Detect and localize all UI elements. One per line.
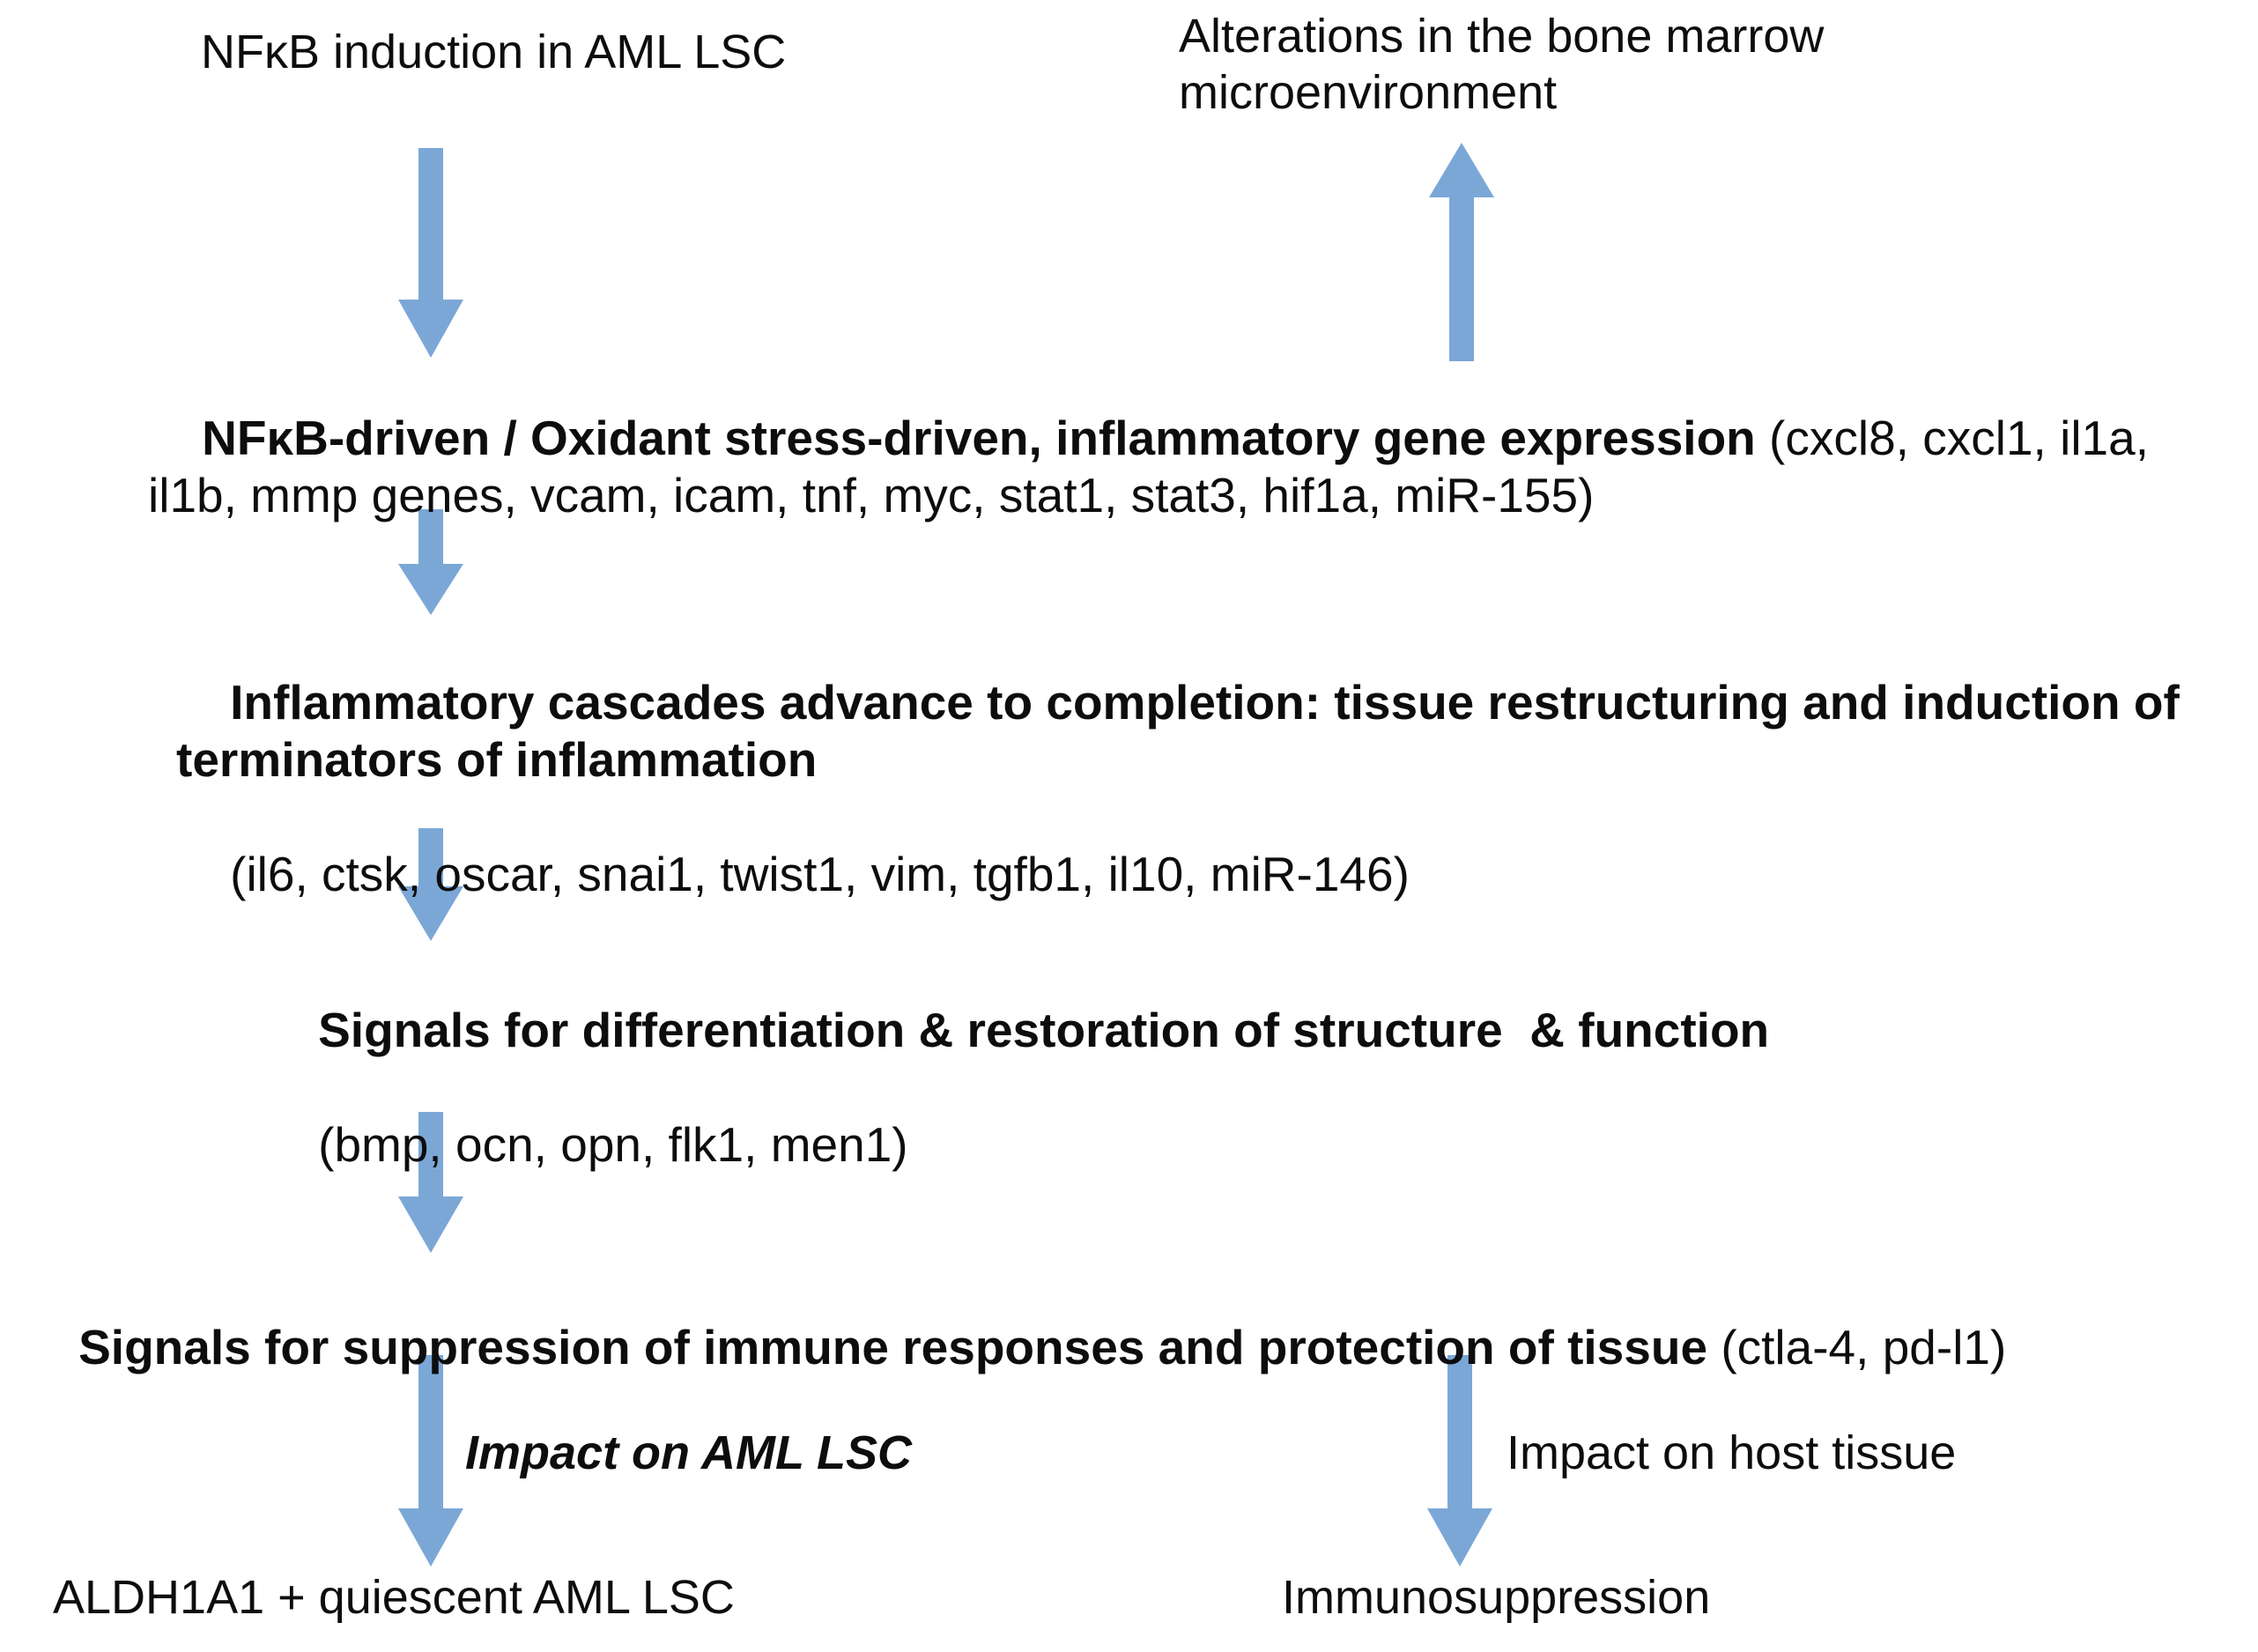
label-impact-on-host-tissue: Impact on host tissue [1507,1426,1957,1479]
title-nfkb-induction: NFκB induction in AML LSC [201,26,787,78]
block-gene-expression-heading: NFκB-driven / Oxidant stress-driven, inf… [202,410,1756,465]
outcome-immunosuppression: Immunosuppression [1282,1571,1711,1624]
outcome-aldh1a1-quiescent-aml-lsc: ALDH1A1 + quiescent AML LSC [53,1571,735,1624]
arrow-cascades-to-differentiation [398,828,463,941]
label-impact-on-aml-lsc: Impact on AML LSC [465,1426,913,1479]
block-inflammatory-cascades-genes: (il6, ctsk, oscar, snai1, twist1, vim, t… [230,846,1410,901]
block-differentiation-signals-genes: (bmp, ocn, opn, flk1, men1) [318,1116,908,1172]
title-bone-marrow-alterations: Alterations in the bone marrow microenvi… [1179,10,1838,119]
block-inflammatory-cascades: Inflammatory cascades advance to complet… [176,617,2229,959]
block-immune-suppression: Signals for suppression of immune respon… [25,1262,2245,1433]
block-immune-suppression-heading: Signals for suppression of immune respon… [78,1319,1708,1374]
arrow-induction-to-gene-expression [398,148,463,358]
block-immune-suppression-genes: (ctla-4, pd-l1) [1707,1319,2007,1374]
arrow-suppression-to-aml-lsc [398,1355,463,1567]
arrow-up-to-bone-marrow [1429,143,1494,361]
arrow-suppression-to-immunosuppression [1427,1355,1492,1567]
block-inflammatory-cascades-heading: Inflammatory cascades advance to complet… [176,674,2194,787]
block-differentiation-signals: Signals for differentiation & restoratio… [264,945,2247,1230]
block-gene-expression: NFκB-driven / Oxidant stress-driven, inf… [148,352,2201,582]
block-gene-expression-genes: (cxcl8, cxcl1, il1a, il1b, mmp genes, vc… [148,410,2163,522]
block-differentiation-signals-heading: Signals for differentiation & restoratio… [318,1002,1770,1057]
arrow-differentiation-to-suppression [398,1112,463,1253]
arrow-gene-expression-to-cascades [398,509,463,615]
